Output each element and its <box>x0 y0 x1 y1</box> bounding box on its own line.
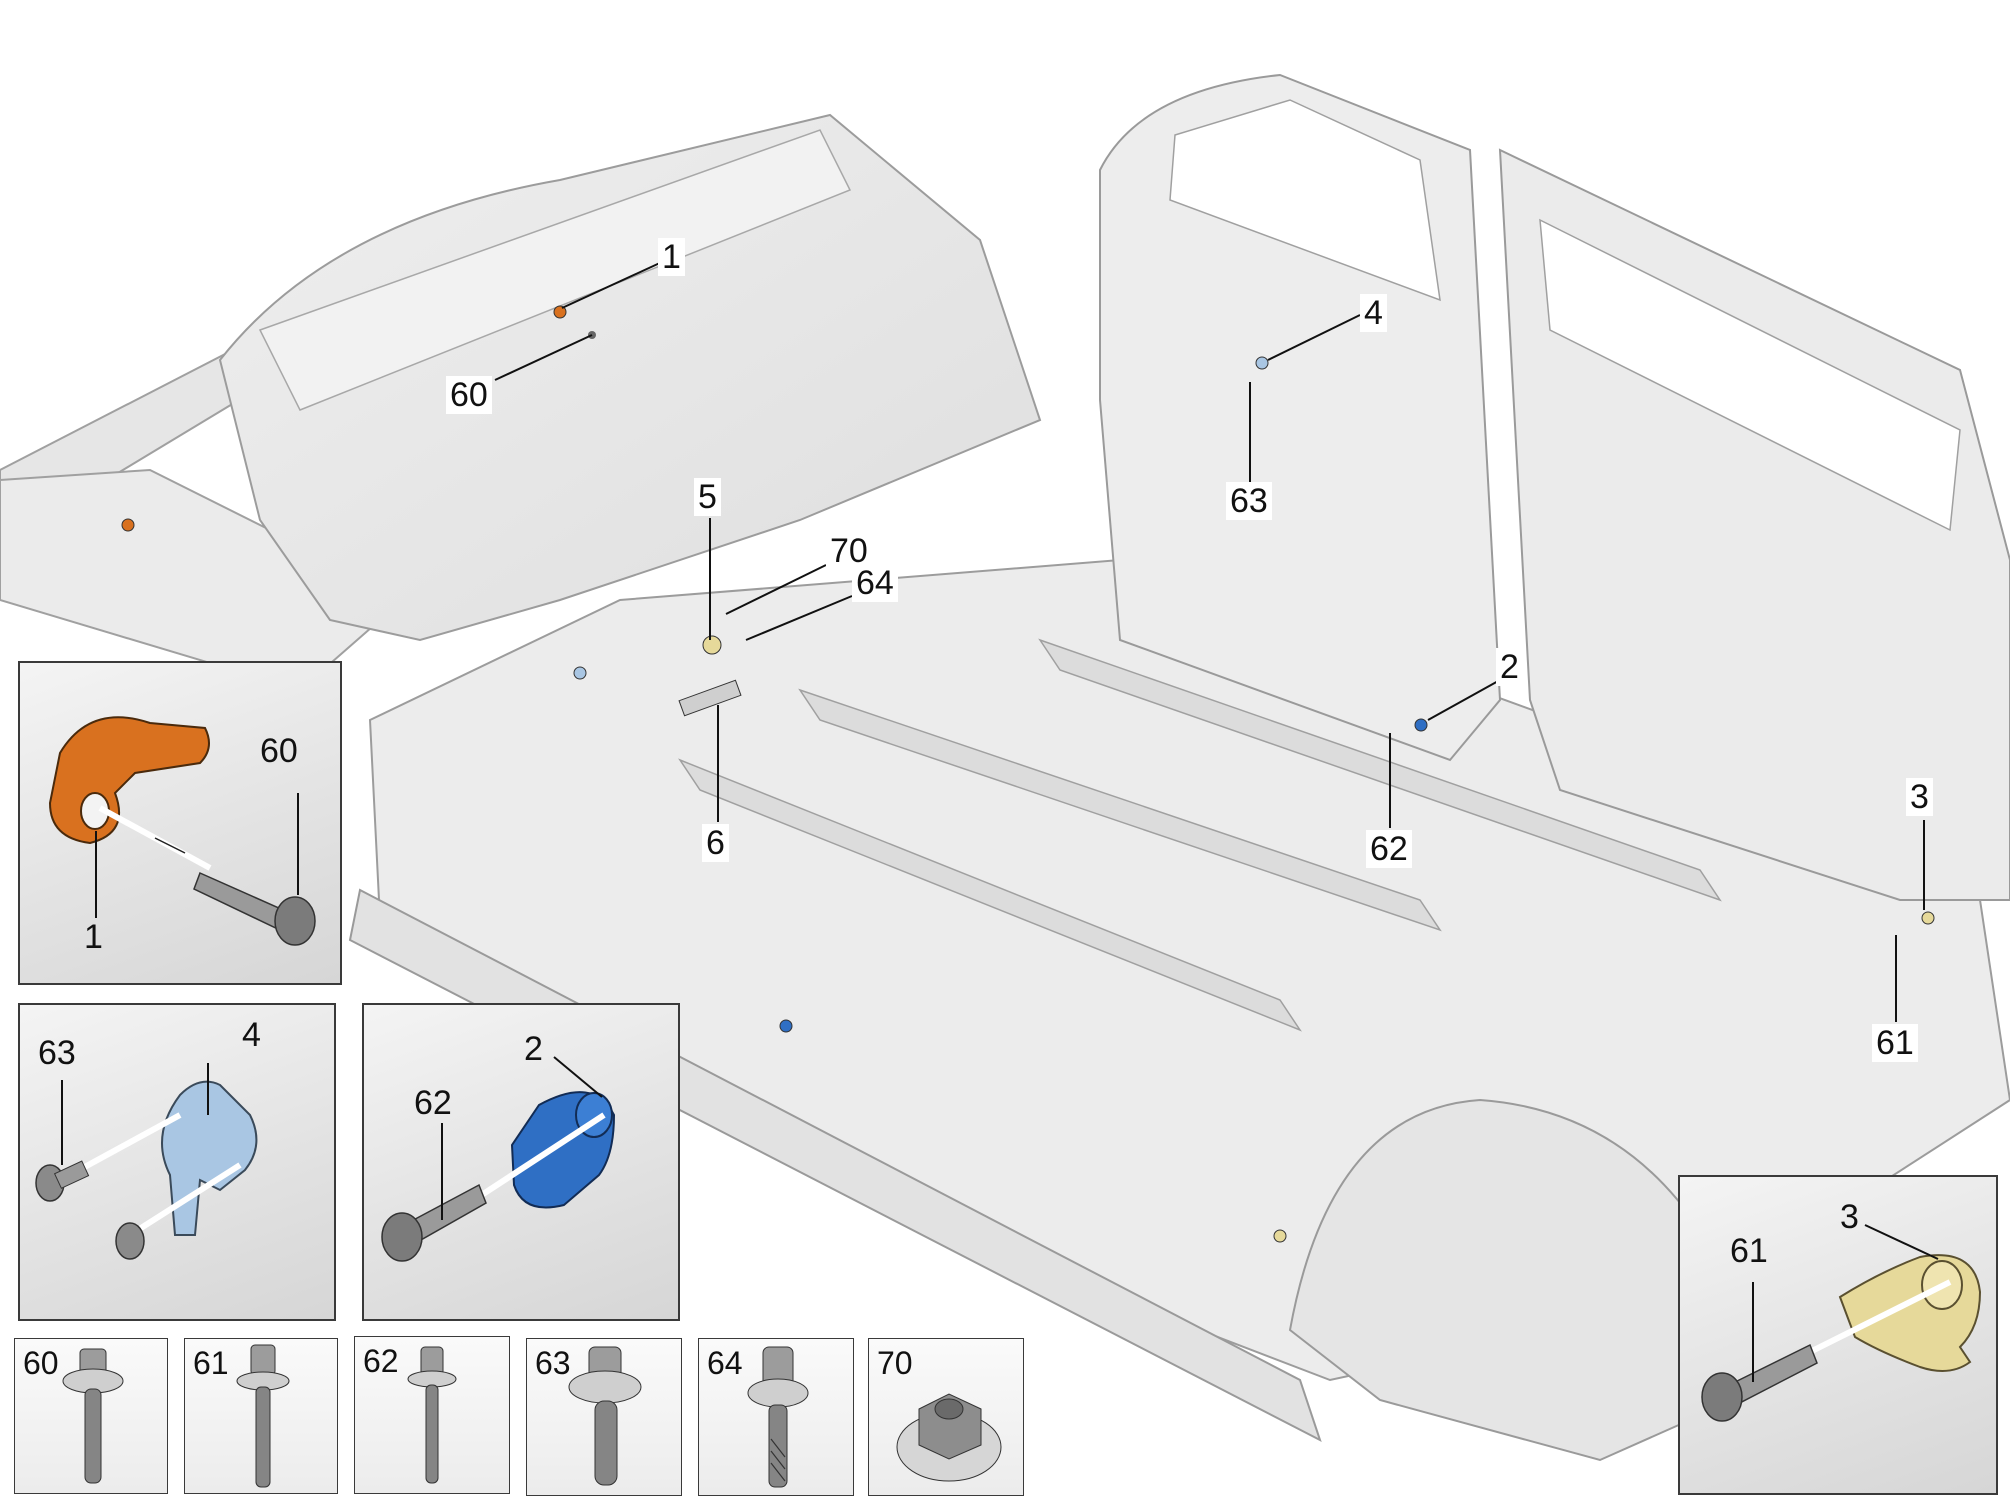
callout-64: 64 <box>852 564 898 602</box>
bolt-61-head <box>1701 1372 1743 1422</box>
callout-70: 70 <box>826 532 872 570</box>
thumb-label-70: 70 <box>877 1345 913 1381</box>
nut-70-icon <box>896 1393 1002 1482</box>
inset-part-1-drawing <box>48 716 316 946</box>
inset-part-2-drawing <box>381 1056 616 1262</box>
inset-label-2: 2 <box>524 1030 543 1068</box>
bolt-64-icon <box>747 1346 809 1488</box>
cross-member-1 <box>678 758 1302 1032</box>
axis-line <box>472 1112 606 1203</box>
callout-4: 4 <box>1360 294 1387 332</box>
bolt-61-icon <box>236 1344 290 1488</box>
part-2-marker <box>1414 718 1428 732</box>
callout-63: 63 <box>1226 482 1272 520</box>
inset-leader-3 <box>1864 1224 1939 1260</box>
thumb-fastener-61: 61 <box>184 1338 338 1494</box>
inset-part-4: 63 4 <box>18 1003 336 1321</box>
inset-label-60: 60 <box>260 732 298 770</box>
bolt-63-icon <box>568 1346 642 1486</box>
leader-60-top <box>494 334 593 381</box>
axis-line <box>1808 1279 1952 1355</box>
inset-label-62: 62 <box>414 1084 452 1122</box>
callout-62: 62 <box>1366 830 1412 868</box>
callout-6: 6 <box>702 824 729 862</box>
axis-line-upper <box>68 1112 182 1178</box>
callout-60-top: 60 <box>446 376 492 414</box>
callout-5: 5 <box>694 478 721 516</box>
axis-dash <box>154 837 186 854</box>
thumb-label-63: 63 <box>535 1345 571 1381</box>
callout-1-top: 1 <box>658 238 685 276</box>
thumb-fastener-62: 62 <box>354 1336 510 1494</box>
bolt-60-head <box>274 896 316 946</box>
inset-part-4-drawing <box>35 1063 258 1260</box>
part-2-marker-floor <box>779 1019 793 1033</box>
part-3-marker-floor <box>1273 1229 1287 1243</box>
callout-61: 61 <box>1872 1024 1918 1062</box>
thumb-label-64: 64 <box>707 1345 743 1381</box>
inset-label-63: 63 <box>38 1034 76 1072</box>
thumb-label-62: 62 <box>363 1343 399 1379</box>
inset-part-3-drawing <box>1701 1224 1982 1422</box>
part-1-marker-left <box>121 518 135 532</box>
part-1-marker-top <box>553 305 567 319</box>
thumb-fastener-70: 70 <box>868 1338 1024 1496</box>
thumb-fastener-64: 64 <box>698 1338 854 1496</box>
callout-3: 3 <box>1906 778 1933 816</box>
callout-2: 2 <box>1496 648 1523 686</box>
cowl-panel <box>258 129 852 411</box>
inset-label-1: 1 <box>84 918 103 956</box>
leader-lines <box>494 261 1925 1022</box>
leader-70 <box>725 564 827 615</box>
inset-part-2: 2 62 <box>362 1003 680 1321</box>
part-3-marker <box>1921 911 1935 925</box>
thumb-fastener-63: 63 <box>526 1338 682 1496</box>
bolt-60-icon <box>62 1348 124 1484</box>
part-4-marker <box>1255 356 1269 370</box>
lightblue-bracket-part-4 <box>161 1080 258 1236</box>
bolt-63-head-2 <box>115 1222 145 1260</box>
part-4-marker-left <box>573 666 587 680</box>
leader-64 <box>745 595 853 641</box>
inset-label-3: 3 <box>1840 1198 1859 1236</box>
thumb-label-60: 60 <box>23 1345 59 1381</box>
inset-label-61: 61 <box>1730 1232 1768 1270</box>
inset-part-1: 60 1 <box>18 661 342 985</box>
leader-2 <box>1427 679 1501 721</box>
inset-part-3: 3 61 <box>1678 1175 1998 1495</box>
bolt-63-shank <box>53 1160 90 1189</box>
inset-label-4: 4 <box>242 1016 261 1054</box>
cross-member-2 <box>798 688 1442 932</box>
axis-line-lower <box>128 1162 242 1238</box>
cross-member-3 <box>1038 638 1722 902</box>
leader-4 <box>1267 314 1361 361</box>
bolt-62-icon <box>407 1346 457 1484</box>
inset-leader-2 <box>553 1056 603 1098</box>
front-door-window <box>1169 99 1441 302</box>
bolt-62-head <box>381 1212 423 1262</box>
thumb-label-61: 61 <box>193 1345 229 1381</box>
part-6-bracket <box>678 679 742 717</box>
leader-1-top <box>561 261 663 309</box>
rear-door-window <box>1539 218 1961 532</box>
rear-wheel-arch <box>1288 1098 1702 1462</box>
firewall <box>218 113 1042 642</box>
thumb-fastener-60: 60 <box>14 1338 168 1494</box>
part-5-marker <box>702 635 722 655</box>
